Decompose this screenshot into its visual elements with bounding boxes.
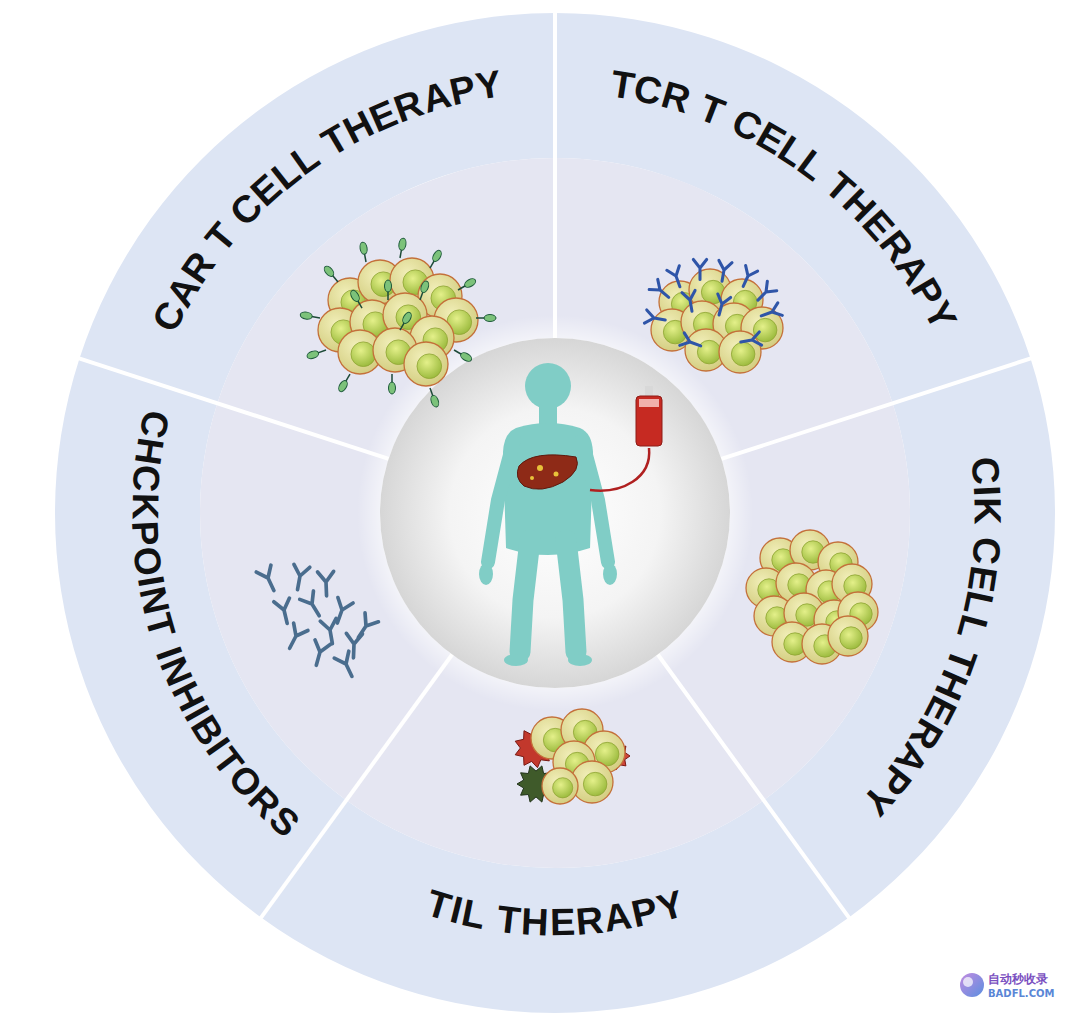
therapy-sector: CHCKPOINT INHIBITORS: [53, 356, 455, 920]
therapy-label: CIK CELL THERAPY: [655, 356, 1057, 920]
cell-nucleus: [753, 318, 777, 342]
cell: [542, 768, 578, 804]
therapy-label: CHCKPOINT INHIBITORS: [53, 356, 455, 920]
car-receptor: [429, 394, 440, 408]
cell: [828, 616, 868, 656]
car-receptor: [389, 382, 396, 394]
hand: [603, 563, 617, 585]
liver: [517, 455, 577, 489]
therapy-sector: TIL THERAPY: [259, 652, 851, 1015]
watermark-logo: [960, 973, 984, 997]
cell-nucleus: [840, 627, 862, 649]
cell: [719, 331, 761, 373]
blood-bag: [636, 396, 662, 446]
arm: [582, 440, 608, 562]
car-receptor: [419, 280, 430, 294]
sector-shape: [53, 356, 455, 920]
cell: [404, 342, 448, 386]
car-receptor: [401, 311, 413, 325]
antibody: [682, 290, 699, 312]
cell-nucleus: [417, 354, 442, 379]
arm: [488, 440, 514, 562]
car-receptor: [385, 280, 392, 292]
car-receptor: [484, 315, 496, 322]
car-receptor: [349, 289, 361, 303]
sector-shape: [259, 652, 851, 1015]
inner-band: [217, 158, 555, 459]
leg: [566, 540, 576, 652]
infusion-bag: [590, 386, 662, 491]
therapy-sector: TCR T CELL THERAPY: [553, 11, 1033, 461]
cell-nucleus: [351, 342, 376, 367]
foot: [568, 654, 592, 666]
cell-nucleus: [553, 778, 573, 798]
cell-nucleus: [731, 342, 755, 366]
inner-band: [200, 403, 452, 800]
hand: [479, 563, 493, 585]
cell-body: [828, 616, 868, 656]
antibody: [740, 332, 762, 349]
cell-nucleus: [583, 772, 607, 796]
sector-dividers: [78, 11, 1033, 919]
tumor-spot: [537, 465, 543, 471]
foot: [504, 654, 528, 666]
therapy-label: TCR T CELL THERAPY: [553, 11, 1033, 461]
watermark-text: BADFL.COM: [988, 988, 1054, 999]
bag-hanger: [645, 386, 653, 396]
bag-label: [639, 399, 659, 407]
cell-body: [542, 768, 578, 804]
watermark-logo-mark: [963, 977, 973, 987]
leg: [520, 540, 530, 652]
cell-body: [719, 331, 761, 373]
therapy-sector: CAR T CELL THERAPY: [77, 11, 557, 461]
sector-divider: [553, 11, 557, 343]
infusion-tube: [590, 448, 649, 491]
center-circle: [380, 338, 730, 688]
center-glow: [357, 315, 753, 711]
therapy-sector: CIK CELL THERAPY: [655, 356, 1057, 920]
therapy-label: TIL THERAPY: [259, 652, 851, 1015]
antibody: [713, 294, 731, 317]
human-figure: [479, 363, 617, 666]
sector-shape: [655, 356, 1057, 920]
therapy-label: CAR T CELL THERAPY: [77, 11, 557, 461]
cell-nucleus: [697, 340, 721, 364]
cell-body: [404, 342, 448, 386]
watermark-icon: [960, 973, 984, 997]
inner-band: [555, 158, 893, 459]
car-receptor: [459, 351, 473, 363]
liver-shape: [517, 455, 577, 489]
watermark-text: 自动秒收录: [988, 971, 1048, 988]
tumor-spot: [530, 476, 534, 480]
tumor-spot: [554, 472, 559, 477]
